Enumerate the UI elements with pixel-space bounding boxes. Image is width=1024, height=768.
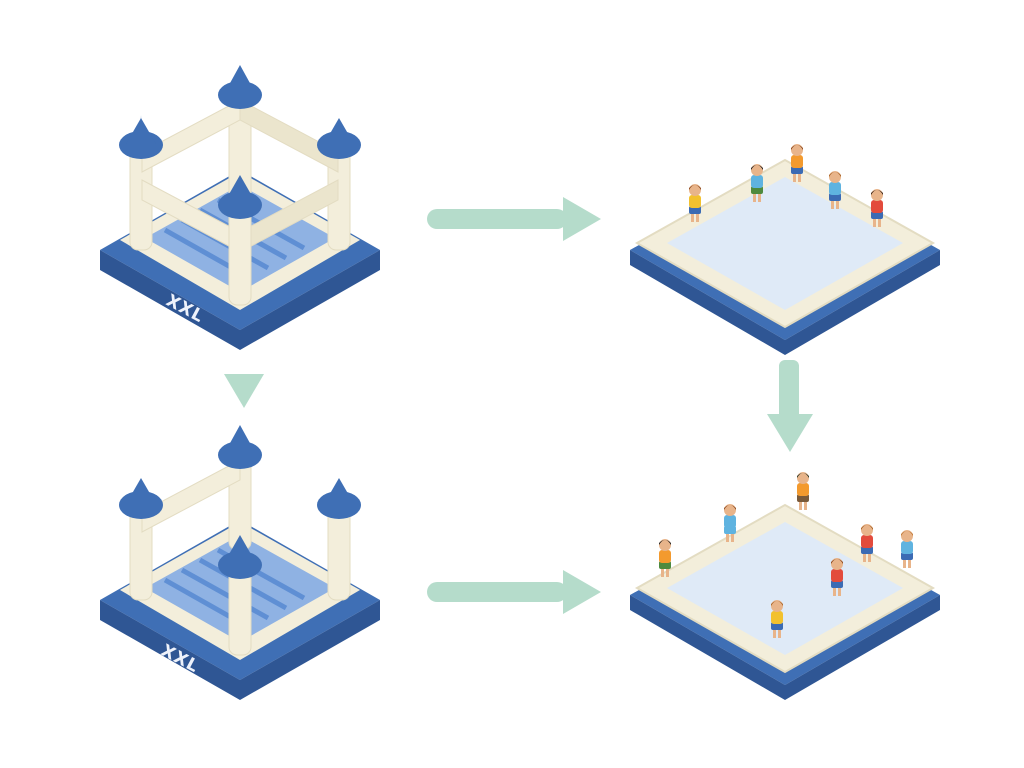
arrow-right-top (427, 197, 601, 241)
pool-top-right (625, 135, 945, 355)
child-figure (797, 472, 809, 510)
castle-back-left-wall (141, 459, 241, 533)
pool-illustration (630, 472, 940, 700)
child-figure (659, 539, 671, 577)
child-figure (861, 524, 873, 562)
castle-back-right-wall (239, 99, 339, 173)
bounce-castle-top-left: XXL (90, 60, 390, 350)
bounce-castle-bottom-left: XXL (90, 410, 390, 700)
child-figure (901, 530, 913, 568)
child-figure (791, 144, 803, 182)
arrow-down-right (767, 360, 813, 452)
castle-base-side (100, 250, 380, 350)
arrow-right-bottom (427, 570, 601, 614)
bounce-castle-illustration: XXL (100, 65, 380, 350)
kids-group (659, 472, 913, 638)
child-figure (689, 184, 701, 222)
child-figure (724, 504, 736, 542)
child-figure (751, 164, 763, 202)
child-figure (871, 189, 883, 227)
castle-base-side (100, 600, 380, 700)
bounce-castle-open-illustration: XXL (100, 425, 380, 700)
pool-water (667, 177, 903, 310)
kids-group (689, 144, 883, 227)
child-figure (771, 600, 783, 638)
child-figure (831, 558, 843, 596)
pool-illustration (630, 144, 940, 355)
pool-water (667, 522, 903, 655)
arrow-down-left (224, 374, 264, 408)
pool-bottom-right (625, 470, 945, 700)
child-figure (829, 171, 841, 209)
